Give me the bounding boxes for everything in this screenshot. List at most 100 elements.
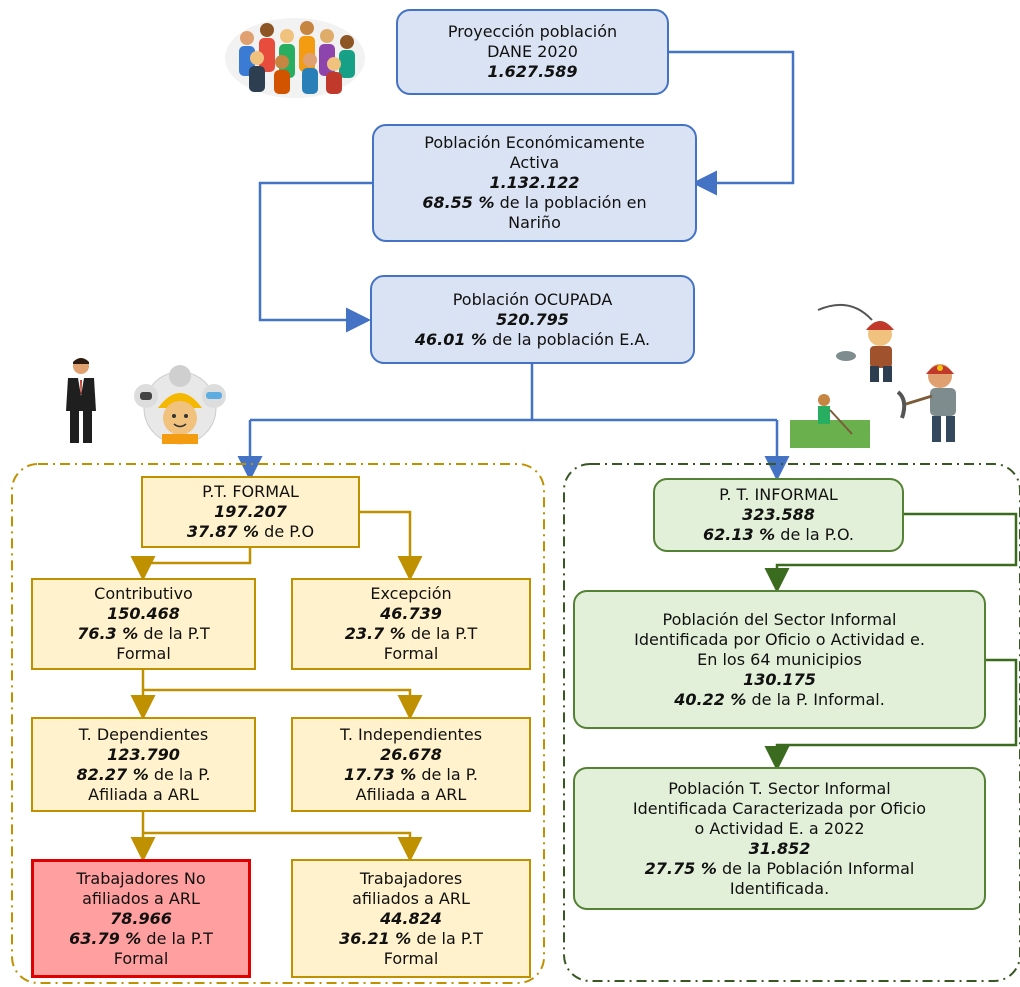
value: 123.790 [107,744,180,764]
label: o Actividad E. a 2022 [694,818,865,838]
box-sector-informal-identificada: Población del Sector Informal Identifica… [573,590,986,729]
value: 1.627.589 [487,62,578,81]
box-poblacion-economicamente-activa: Población Económicamente Activa 1.132.12… [372,124,697,242]
label: Formal [383,948,439,968]
value: 78.966 [110,908,172,928]
percentage-line: 37.87 % de P.O [187,522,314,542]
label: Formal [113,948,169,968]
label: Población OCUPADA [452,289,613,309]
formal-group-border [11,463,545,984]
percentage-line: 17.73 % de la P. [344,765,478,785]
connector-pea-to-ocupada [258,181,372,333]
percentage: 62.13 % [703,525,776,544]
label: Excepción [370,584,452,603]
percentage-line: 23.7 % de la P.T [345,624,478,644]
connector-to-independientes [143,688,423,720]
percentage-text: de la población en [494,193,647,212]
percentage-line: 68.55 % de la población en [422,193,646,213]
percentage-text: de la P.T [411,928,483,948]
label: DANE 2020 [487,42,578,61]
percentage: 63.79 % [69,928,142,948]
connector-top-to-pea [669,50,795,196]
label: Proyección población [447,22,618,41]
value: 130.175 [743,669,816,689]
percentage-text: de la P.T [405,624,478,643]
value: 323.588 [742,505,815,524]
percentage-line: 76.3 % de la P.T [77,624,210,644]
percentage-text: de la P.O. [775,525,854,544]
label: Identificada. [729,878,830,898]
percentage-text: de la P.T [138,624,210,643]
label: Nariño [508,213,561,232]
percentage: 82.27 % [76,764,149,784]
box-t-independientes: T. Independientes 26.678 17.73 % de la P… [291,717,531,812]
label: Población del Sector Informal [662,609,897,629]
box-t-dependientes: T. Dependientes 123.790 82.27 % de la P.… [31,717,256,812]
percentage: 37.87 % [186,522,260,541]
percentage-text: de la población E.A. [487,329,651,349]
connector-informal-sector [764,512,1018,593]
connector-formal-excepcion [360,510,423,581]
percentage-text: de la P. [416,764,478,784]
label: Población T. Sector Informal [668,778,891,798]
percentage-text: de P.O [259,522,315,541]
box-pt-formal: P.T. FORMAL 197.207 37.87 % de P.O [141,476,360,548]
label: P.T. FORMAL [202,482,299,501]
value: 197.207 [214,502,287,521]
label: Trabajadores [359,868,463,888]
label: T. Dependientes [78,724,209,744]
value: 1.132.122 [489,173,580,192]
value: 31.852 [748,838,811,858]
value: 44.824 [380,908,442,928]
connector-to-afiliados [143,831,423,862]
percentage-text: de la P. Informal. [746,689,885,709]
label: Población Económicamente [424,133,645,152]
box-trabajadores-no-afiliados: Trabajadores No afiliados a ARL 78.966 6… [31,859,251,978]
value: 520.795 [496,309,569,329]
box-poblacion-ocupada: Población OCUPADA 520.795 46.01 % de la … [370,275,695,364]
percentage-line: 62.13 % de la P.O. [703,525,854,545]
value: 150.468 [107,604,180,623]
percentage-line: 40.22 % de la P. Informal. [674,690,885,710]
percentage: 68.55 % [422,193,495,212]
label: Activa [509,153,560,172]
percentage-line: 63.79 % de la P.T [69,929,213,949]
label: afiliados a ARL [82,888,200,908]
value: 26.678 [380,744,442,764]
percentage: 27.75 % [644,858,717,878]
label: Formal [116,644,171,663]
label: T. Independientes [339,724,483,744]
connector-formal-contributivo [130,548,252,581]
percentage: 40.22 % [674,689,747,709]
informal-workers-illustration [790,303,956,448]
label: Afiliada a ARL [355,784,467,804]
label: Trabajadores No [76,868,206,888]
label: P. T. INFORMAL [719,485,838,504]
percentage-text: de la Población Informal [716,858,915,878]
box-proyeccion-poblacion: Proyección población DANE 2020 1.627.589 [396,9,669,95]
label: Identificada por Oficio o Actividad e. [634,629,925,649]
label: Formal [383,644,439,663]
percentage-line: 36.21 % de la P.T [339,929,483,949]
connector-sector-caracterizada [764,658,1018,771]
label: En los 64 municipios [697,649,862,669]
value: 46.739 [380,604,442,623]
percentage: 76.3 % [77,624,139,643]
percentage-line: 27.75 % de la Población Informal [645,859,915,879]
box-excepcion: Excepción 46.739 23.7 % de la P.T Formal [291,578,531,670]
label: afiliados a ARL [352,888,470,908]
label: Identificada Caracterizada por Oficio [632,798,927,818]
percentage-line: 82.27 % de la P. [77,765,211,785]
label: Contributivo [94,584,193,603]
box-contributivo: Contributivo 150.468 76.3 % de la P.T Fo… [31,578,256,670]
percentage-line: 46.01 % de la población E.A. [415,330,650,350]
box-trabajadores-afiliados: Trabajadores afiliados a ARL 44.824 36.2… [291,859,531,978]
percentage: 23.7 % [344,624,406,643]
businessman-illustration [66,358,96,443]
informal-group-border [563,463,1020,982]
safety-equipment-illustration [134,365,226,445]
percentage-text: de la P.T [141,928,213,948]
crowd-illustration [225,18,365,98]
label: Afiliada a ARL [88,784,199,804]
box-pt-informal: P. T. INFORMAL 323.588 62.13 % de la P.O… [653,478,904,552]
